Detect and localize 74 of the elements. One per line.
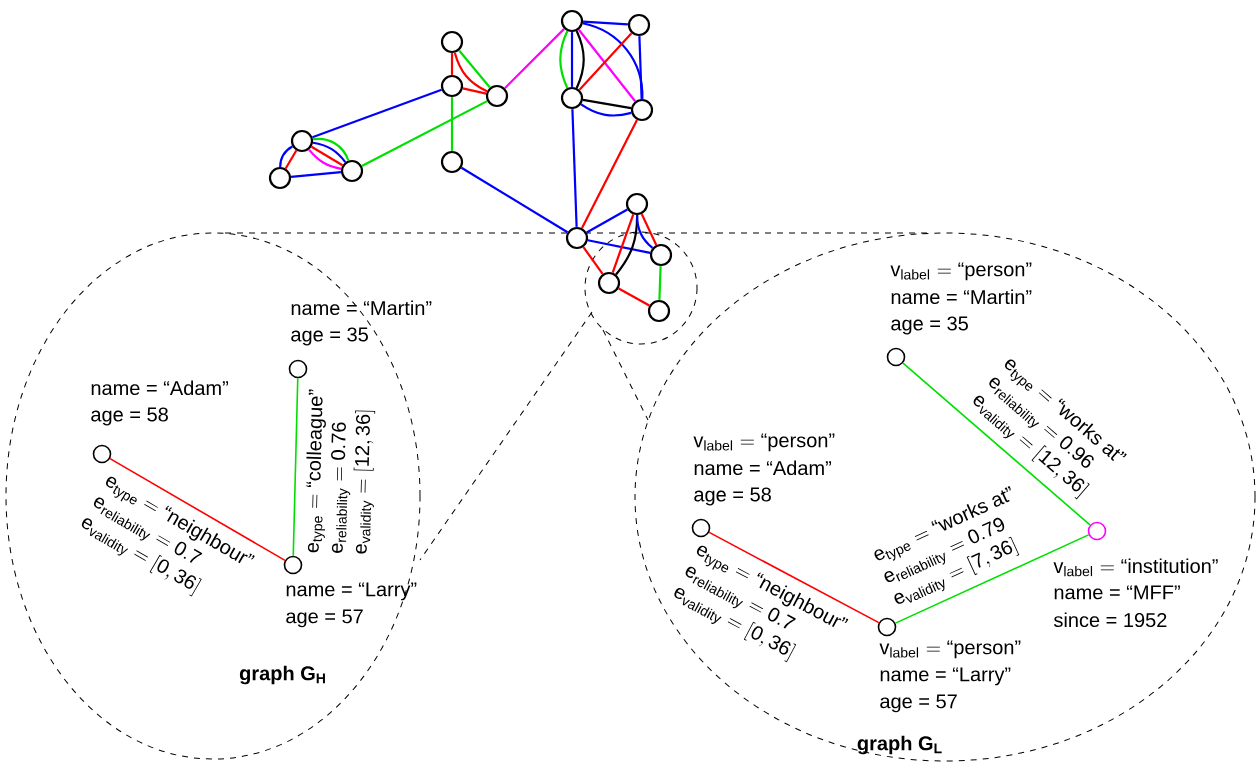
edge-line (312, 88, 442, 139)
vertex-attribute: age = 35 (291, 327, 368, 346)
edge-line (894, 534, 1090, 624)
vertex-circle (565, 226, 589, 250)
edge-line (640, 213, 658, 246)
vertex-circle (630, 98, 654, 122)
edge-line (638, 36, 643, 99)
edge-line (559, 30, 569, 89)
vertex-circle (625, 192, 649, 216)
vertex-circle (877, 617, 897, 637)
vertex-circle (440, 30, 464, 54)
edge-line (582, 246, 604, 275)
edge-line (292, 377, 299, 557)
edge-line (575, 30, 585, 89)
edge-line (581, 119, 638, 229)
vertex-attribute: age = 58 (694, 487, 771, 506)
vertex-circle (283, 555, 303, 575)
edge-line (279, 145, 293, 167)
vertex-circle (440, 150, 464, 174)
edge-line (582, 98, 632, 110)
edge-line (284, 150, 298, 170)
edge-line (571, 109, 578, 227)
vertex-attribute: name = “Martin” (291, 300, 432, 316)
vertex-circle (485, 84, 509, 108)
vertex-circle (268, 166, 292, 190)
vertex-attribute: name = “MFF” (1054, 585, 1180, 600)
vertex-circle (340, 159, 364, 183)
edge-line (658, 266, 662, 300)
edge-line (587, 239, 651, 254)
vertex-circle (647, 299, 671, 323)
edge-line (450, 53, 454, 75)
edge-line (618, 287, 650, 307)
vertex-attribute: name = “Martin” (891, 289, 1032, 305)
edge-line (504, 28, 565, 89)
vertex-attribute: name = “Larry” (880, 667, 1011, 686)
vertex-circle (560, 9, 584, 33)
edge-line (578, 29, 636, 102)
vertex-circle (627, 13, 651, 37)
edge-line (290, 171, 342, 179)
edge-line (450, 97, 454, 151)
edge-label: $\begin{array}{l}\mathrm{e}_{\mathrm{type}} = \text{“neighbour”}\\ \mathrm{e}_{\mathrm{reliability}} = \mathrm{0.7}\\ \mathrm{e}_{\mathrm{validity}} = \mathrm{[0,36]}\end{array}$ (674, 545, 849, 663)
edge-label: $\begin{array}{l}\mathrm{e}_{\mathrm{type}} = \text{“colleague”}\\ \mathrm{e}_{\mathrm{reliability}} = \mathrm{0.76}\\ \mathrm{e}_{\mathrm{validity}} = \mathrm{[12,36]}\end{array}$ (306, 389, 376, 554)
vertex-attribute: age = 35 (891, 316, 968, 335)
vertex-circle (92, 444, 112, 464)
edge-line (708, 531, 880, 624)
vertex-circle (560, 86, 584, 110)
vertex-attribute: $\mathrm{v}_{\mathrm{label}} = \text{“person”}$ (890, 262, 1032, 281)
vertex-attribute: age = 58 (91, 407, 168, 426)
edge-line (635, 215, 654, 249)
vertex-attribute: name = “Adam” (694, 460, 832, 476)
vertex-attribute: age = 57 (286, 609, 363, 628)
edge-line (583, 20, 628, 26)
vertex-attribute: age = 57 (880, 694, 957, 713)
edge-line (580, 103, 632, 117)
vertex-attribute: $\mathrm{v}_{\mathrm{label}} = \text{“person”}$ (693, 433, 835, 452)
vertex-attribute: name = “Larry” (286, 582, 417, 601)
vertex-attribute: since = 1952 (1054, 612, 1167, 628)
edge-line (460, 166, 569, 234)
edge-line (586, 208, 628, 234)
vertex-attribute: $\mathrm{v}_{\mathrm{label}} = \text{“person”}$ (879, 640, 1021, 659)
edge-line (570, 32, 574, 87)
edge-line (578, 32, 633, 91)
edge-line (462, 87, 487, 95)
vertex-circle (440, 74, 464, 98)
vertex-attribute: $\mathrm{v}_{\mathrm{label}} = \text{“institution”}$ (1053, 558, 1218, 577)
vertex-circle (649, 243, 673, 267)
vertex-circle (290, 129, 314, 153)
vertex-circle (1087, 521, 1107, 541)
edge-line (361, 100, 488, 167)
vertex-circle (288, 359, 308, 379)
vertex-circle (597, 271, 621, 295)
vertex-circle (691, 518, 711, 538)
vertex-attribute: name = “Adam” (91, 380, 229, 396)
vertex-circle (886, 347, 906, 367)
